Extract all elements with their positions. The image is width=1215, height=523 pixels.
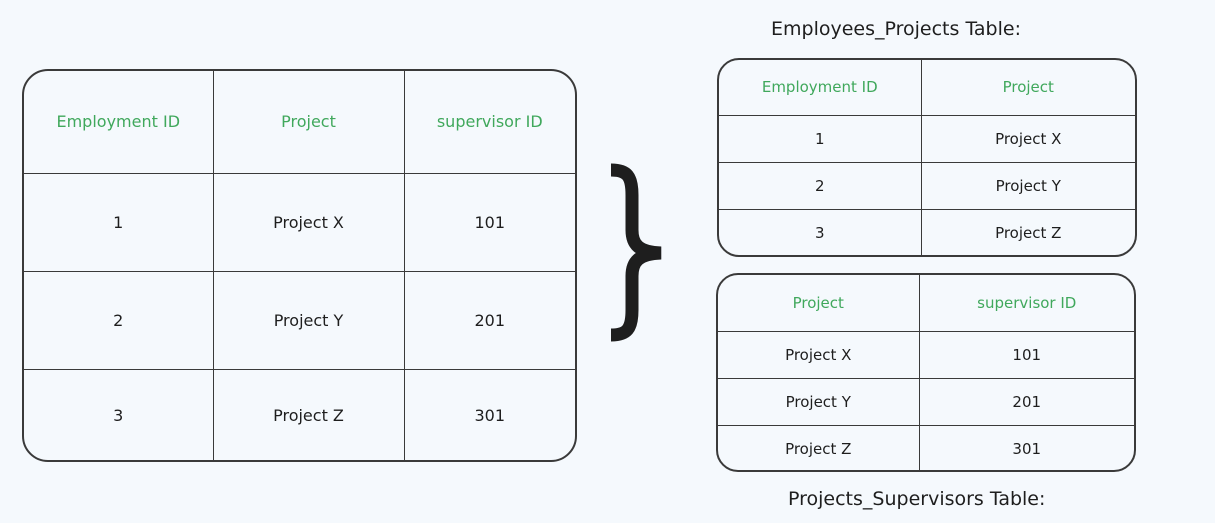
cell-employment-id: 1 bbox=[24, 173, 214, 272]
cell-project: Project X bbox=[921, 115, 1135, 163]
employees-projects-title: Employees_Projects Table: bbox=[771, 18, 1021, 40]
table-row: 3 Project Z 301 bbox=[24, 369, 575, 460]
cell-supervisor-id: 101 bbox=[404, 173, 575, 272]
combined-table: Employment ID Project supervisor ID 1 Pr… bbox=[22, 69, 577, 462]
cell-supervisor-id: 301 bbox=[1012, 439, 1042, 458]
employees-projects-table: Employment ID Project 1 Project X 2 Proj… bbox=[717, 58, 1137, 257]
header-project: Project bbox=[921, 60, 1135, 116]
table-header-row: Project supervisor ID bbox=[718, 275, 1134, 332]
projects-supervisors-title: Projects_Supervisors Table: bbox=[788, 488, 1046, 510]
cell-employment-id: 2 bbox=[24, 271, 214, 370]
cell-project: Project Y bbox=[921, 162, 1135, 210]
cell-supervisor-id: 201 bbox=[919, 378, 1134, 426]
header-supervisor-id: supervisor ID bbox=[919, 275, 1134, 332]
cell-employment-id: 1 bbox=[719, 115, 922, 163]
table-header-row: Employment ID Project bbox=[719, 60, 1135, 116]
header-supervisor-id: supervisor ID bbox=[404, 71, 575, 174]
projects-supervisors-table: Project supervisor ID Project X 101 Proj… bbox=[716, 273, 1136, 472]
table-row: 2 Project Y 201 bbox=[24, 271, 575, 370]
cell-supervisor-id: 101 bbox=[919, 331, 1134, 379]
table-row: 1 Project X 101 bbox=[24, 173, 575, 272]
table-row: 3 Project Z bbox=[719, 209, 1135, 255]
header-employment-id: Employment ID bbox=[719, 60, 922, 116]
cell-project: Project Z bbox=[213, 369, 405, 460]
right-curly-brace-icon bbox=[605, 160, 669, 349]
cell-employment-id: 2 bbox=[719, 162, 922, 210]
table-row: Project Z 301 bbox=[718, 425, 1134, 470]
cell-project: Project Z bbox=[995, 223, 1062, 242]
table-row: Project Y 201 bbox=[718, 378, 1134, 426]
cell-employment-id: 3 bbox=[24, 369, 214, 460]
table-row: 2 Project Y bbox=[719, 162, 1135, 210]
cell-project: Project X bbox=[213, 173, 405, 272]
cell-employment-id: 3 bbox=[719, 209, 922, 255]
header-project: Project bbox=[718, 275, 920, 332]
table-row: Project X 101 bbox=[718, 331, 1134, 379]
cell-project: Project X bbox=[718, 331, 920, 379]
cell-project: Project Z bbox=[718, 425, 920, 470]
cell-project: Project Y bbox=[718, 378, 920, 426]
cell-supervisor-id: 301 bbox=[474, 406, 506, 426]
table-header-row: Employment ID Project supervisor ID bbox=[24, 71, 575, 174]
header-employment-id: Employment ID bbox=[24, 71, 214, 174]
cell-supervisor-id: 201 bbox=[404, 271, 575, 370]
cell-project: Project Y bbox=[213, 271, 405, 370]
header-project: Project bbox=[213, 71, 405, 174]
table-row: 1 Project X bbox=[719, 115, 1135, 163]
